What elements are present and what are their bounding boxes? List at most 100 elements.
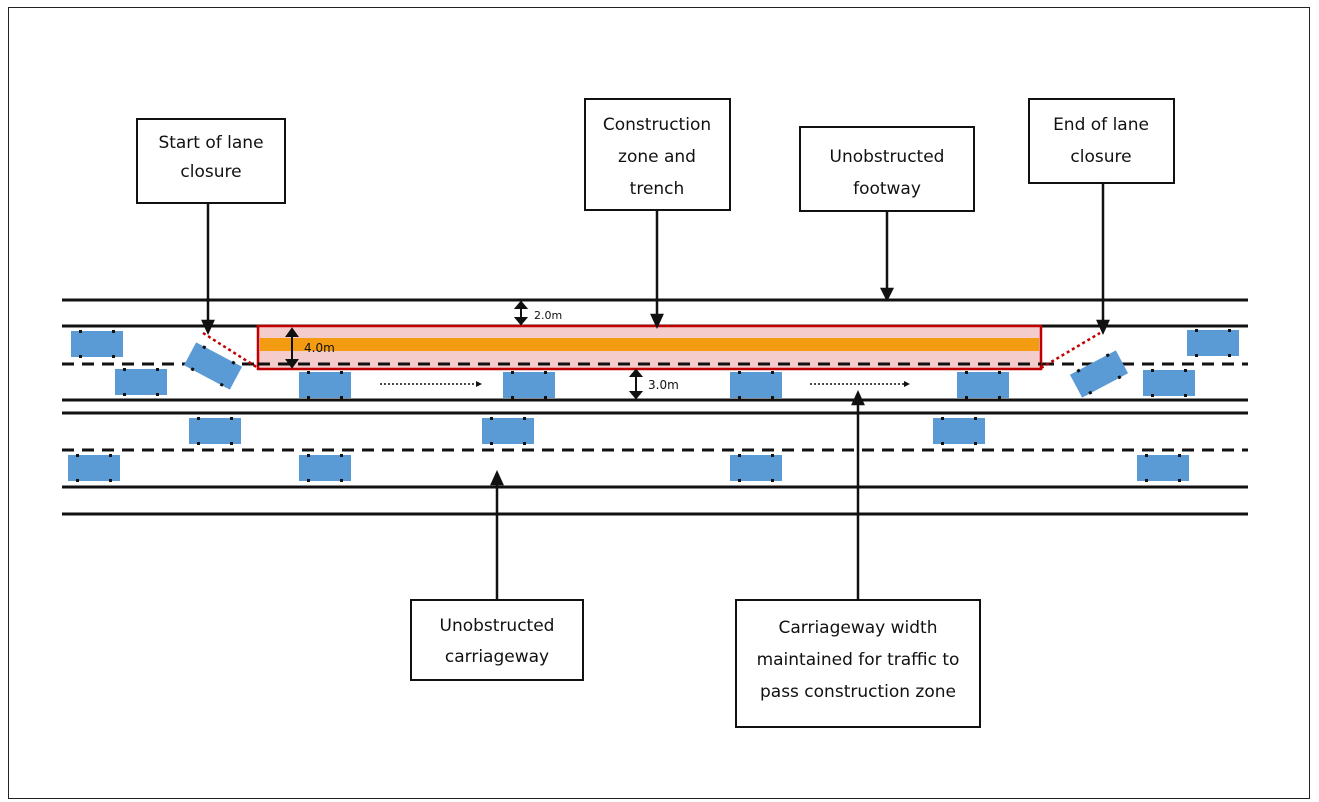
car-wheel xyxy=(1151,369,1154,372)
car-wheel xyxy=(76,454,79,457)
car-wheel xyxy=(941,417,944,420)
car-wheel xyxy=(1117,375,1122,380)
car-body xyxy=(68,455,120,481)
label-start-closure-line-1: Start of lane xyxy=(158,133,263,153)
car xyxy=(957,371,1009,399)
vehicles xyxy=(68,329,1239,482)
label-end-closure-line-1: End of lane xyxy=(1053,115,1149,135)
car-wheel xyxy=(490,442,493,445)
car-body xyxy=(730,455,782,481)
car-wheel xyxy=(1145,454,1148,457)
car-wheel xyxy=(738,371,741,374)
car-wheel xyxy=(1088,390,1093,395)
car-wheel xyxy=(738,479,741,482)
car-wheel xyxy=(523,417,526,420)
car-wheel xyxy=(771,454,774,457)
label-construction-zone-line-2: zone and xyxy=(618,147,696,167)
dimension-lane xyxy=(628,368,644,400)
label-width-line-1: Carriageway width xyxy=(778,618,937,638)
car-wheel xyxy=(965,396,968,399)
car xyxy=(183,342,243,390)
car-wheel xyxy=(738,396,741,399)
label-unobstructed-footway: Unobstructed footway xyxy=(799,126,975,212)
car-wheel xyxy=(511,396,514,399)
car-wheel xyxy=(738,454,741,457)
car-wheel xyxy=(544,371,547,374)
traffic-flow-arrow-1 xyxy=(380,381,482,387)
dimension-footway-label: 2.0m xyxy=(534,309,562,322)
car-body xyxy=(1069,350,1129,398)
label-carriageway-width: Carriageway width maintained for traffic… xyxy=(735,599,981,728)
car-body xyxy=(115,369,167,395)
car-body xyxy=(299,372,351,398)
car-wheel xyxy=(79,355,82,358)
car-wheel xyxy=(307,454,310,457)
car-wheel xyxy=(123,393,126,396)
car-wheel xyxy=(230,417,233,420)
car xyxy=(933,417,985,445)
car-body xyxy=(183,342,243,390)
car-wheel xyxy=(511,371,514,374)
car-wheel xyxy=(771,479,774,482)
car-wheel xyxy=(1228,354,1231,357)
car-wheel xyxy=(112,355,115,358)
car-wheel xyxy=(998,371,1001,374)
car-wheel xyxy=(109,454,112,457)
car-wheel xyxy=(340,396,343,399)
car-wheel xyxy=(197,417,200,420)
car-wheel xyxy=(965,371,968,374)
car-wheel xyxy=(231,360,236,365)
car xyxy=(1143,369,1195,397)
car-wheel xyxy=(190,367,195,372)
label-end-closure-line-2: closure xyxy=(1070,147,1131,167)
pointer-arrows xyxy=(201,183,1110,600)
car-wheel xyxy=(156,393,159,396)
label-end-closure: End of lane closure xyxy=(1028,98,1175,184)
car-wheel xyxy=(523,442,526,445)
trench xyxy=(260,338,1039,351)
car-wheel xyxy=(1184,369,1187,372)
car-wheel xyxy=(1195,329,1198,332)
label-carriageway-line-1: Unobstructed xyxy=(440,616,555,636)
label-unobstructed-carriageway: Unobstructed carriageway xyxy=(410,599,584,681)
car-wheel xyxy=(202,345,207,350)
car-wheel xyxy=(197,442,200,445)
car-wheel xyxy=(1195,354,1198,357)
car-wheel xyxy=(1178,454,1181,457)
car-body xyxy=(957,372,1009,398)
car xyxy=(71,330,123,358)
car-wheel xyxy=(1105,353,1110,358)
car-wheel xyxy=(974,442,977,445)
car-wheel xyxy=(1145,479,1148,482)
label-width-line-3: pass construction zone xyxy=(760,682,956,702)
car-body xyxy=(933,418,985,444)
car-wheel xyxy=(771,371,774,374)
car-wheel xyxy=(156,368,159,371)
car-wheel xyxy=(230,442,233,445)
car xyxy=(730,371,782,399)
traffic-flow-arrow-2 xyxy=(810,381,910,387)
car xyxy=(115,368,167,396)
car xyxy=(299,371,351,399)
car-wheel xyxy=(340,371,343,374)
label-width-line-2: maintained for traffic to xyxy=(757,650,960,670)
car xyxy=(482,417,534,445)
car-body xyxy=(482,418,534,444)
car xyxy=(503,371,555,399)
car-wheel xyxy=(307,371,310,374)
label-start-closure: Start of lane closure xyxy=(136,118,286,204)
car-wheel xyxy=(974,417,977,420)
car xyxy=(1137,454,1189,482)
car-wheel xyxy=(79,330,82,333)
car xyxy=(1069,350,1129,398)
car xyxy=(299,454,351,482)
road-lines xyxy=(62,298,1248,516)
label-footway-line-1: Unobstructed xyxy=(830,147,945,167)
car-wheel xyxy=(1228,329,1231,332)
car-wheel xyxy=(941,442,944,445)
car-wheel xyxy=(123,368,126,371)
car-wheel xyxy=(76,479,79,482)
label-construction-zone-line-3: trench xyxy=(630,179,685,199)
label-construction-zone-line-1: Construction xyxy=(603,115,711,135)
